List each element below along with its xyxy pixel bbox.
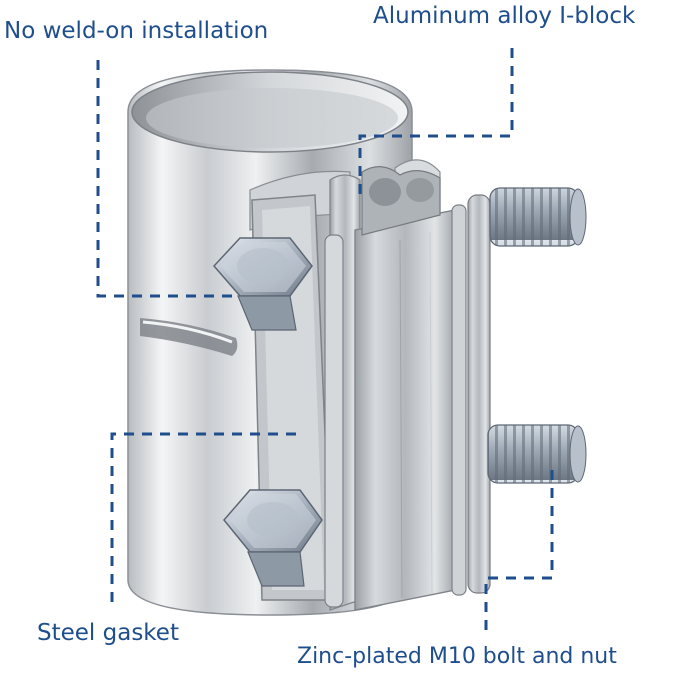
leader-i-block <box>358 48 514 198</box>
callout-i-block: Aluminum alloy I-block <box>373 3 636 29</box>
callout-steel-gasket: Steel gasket <box>37 620 179 646</box>
leader-bolt-nut <box>484 470 554 630</box>
callout-no-weld: No weld-on installation <box>4 18 269 44</box>
callout-bolt-nut: Zinc-plated M10 bolt and nut <box>297 644 617 669</box>
leader-no-weld <box>96 60 236 298</box>
leader-gasket <box>110 432 300 602</box>
leader-lines <box>96 48 554 630</box>
